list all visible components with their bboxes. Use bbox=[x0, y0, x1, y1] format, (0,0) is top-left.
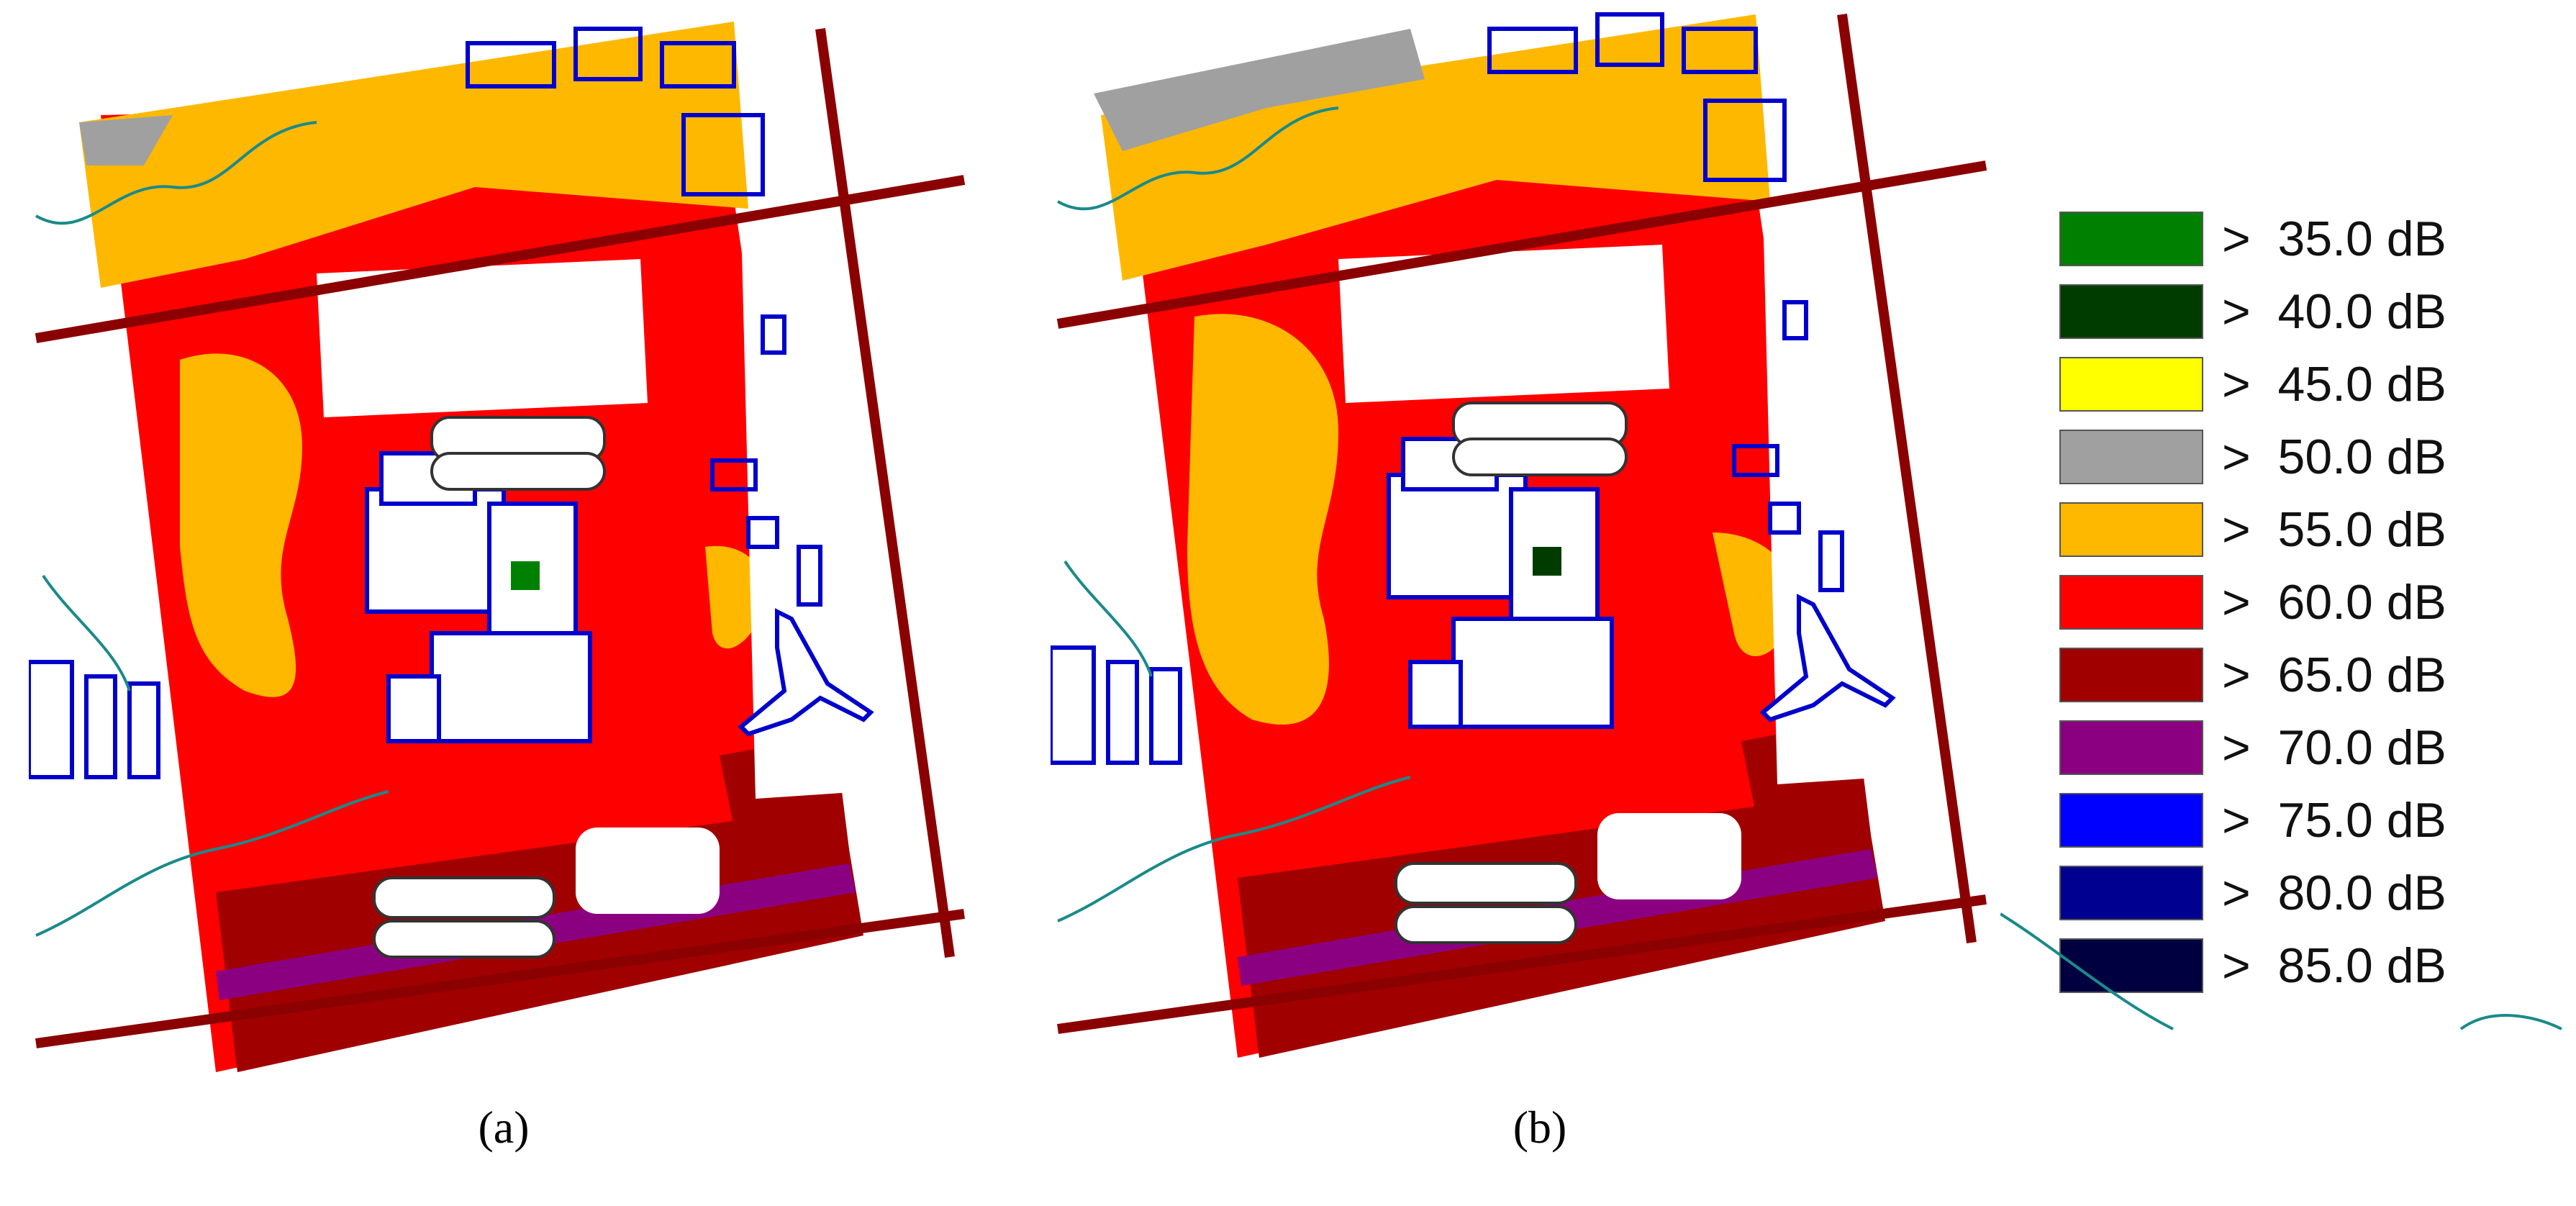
contours bbox=[35, 121, 389, 937]
noise-map-a-canvas bbox=[29, 22, 966, 1072]
legend-item: > 60.0 dB bbox=[2059, 571, 2549, 643]
legend-label: > 65.0 dB bbox=[2222, 648, 2446, 702]
contour-fragment bbox=[2000, 912, 2562, 1030]
zone-50db bbox=[79, 115, 173, 166]
panel-caption: (b) bbox=[1513, 1102, 1567, 1153]
legend-swatch bbox=[2059, 502, 2203, 557]
zone-55db-left bbox=[1187, 314, 1338, 725]
legend-swatch bbox=[2059, 284, 2203, 339]
roads bbox=[1056, 14, 1987, 1034]
outer-buildings bbox=[29, 27, 822, 779]
legend-item: > 70.0 dB bbox=[2059, 716, 2549, 789]
courtyard-bottom bbox=[576, 828, 720, 914]
zone-55db bbox=[1101, 14, 1770, 281]
legend-item: > 55.0 dB bbox=[2059, 498, 2549, 571]
courtyard-green bbox=[511, 561, 540, 590]
legend-swatch bbox=[2059, 866, 2203, 920]
courtyard-bottom bbox=[1597, 813, 1741, 899]
legend-label: > 60.0 dB bbox=[2222, 575, 2446, 630]
legend-item: > 50.0 dB bbox=[2059, 425, 2549, 498]
legend-label: > 75.0 dB bbox=[2222, 793, 2446, 848]
courtyard-top bbox=[1338, 245, 1669, 403]
legend-label: > 50.0 dB bbox=[2222, 430, 2446, 484]
noise-map-b: (b) bbox=[1051, 0, 2029, 1206]
legend-item: > 85.0 dB bbox=[2059, 934, 2549, 1007]
zone-55db bbox=[79, 22, 748, 288]
legend-label: > 70.0 dB bbox=[2222, 720, 2446, 775]
central-buildings bbox=[1387, 437, 1614, 729]
legend-label: > 45.0 dB bbox=[2222, 357, 2446, 412]
contours bbox=[1057, 106, 1411, 922]
parking-lots bbox=[1394, 402, 1628, 944]
panel-caption: (a) bbox=[478, 1102, 530, 1153]
courtyard-green bbox=[1533, 547, 1561, 576]
legend-label: > 55.0 dB bbox=[2222, 502, 2446, 557]
legend-swatch bbox=[2059, 575, 2203, 630]
legend-swatch bbox=[2059, 212, 2203, 266]
noise-map-a: (a) bbox=[29, 0, 1007, 1206]
noise-level-legend: > 35.0 dB > 40.0 dB > 45.0 dB > 50.0 dB > 55… bbox=[2059, 207, 2549, 1007]
courtyard-right bbox=[741, 216, 863, 799]
outer-buildings bbox=[1051, 12, 1844, 765]
legend-item: > 65.0 dB bbox=[2059, 643, 2549, 716]
legend-label: > 85.0 dB bbox=[2222, 938, 2446, 993]
legend-swatch bbox=[2059, 720, 2203, 775]
cross-building bbox=[1759, 594, 1896, 722]
zone-50db bbox=[1094, 29, 1425, 151]
legend-swatch bbox=[2059, 793, 2203, 848]
roads bbox=[35, 28, 966, 1048]
legend-item: > 45.0 dB bbox=[2059, 353, 2549, 425]
cross-building bbox=[738, 608, 874, 737]
legend-label: > 35.0 dB bbox=[2222, 212, 2446, 266]
legend-label: > 40.0 dB bbox=[2222, 284, 2446, 339]
legend-swatch bbox=[2059, 648, 2203, 702]
legend-item: > 75.0 dB bbox=[2059, 789, 2549, 861]
courtyard-top bbox=[317, 259, 648, 417]
legend-label: > 80.0 dB bbox=[2222, 866, 2446, 920]
legend-swatch bbox=[2059, 430, 2203, 484]
legend-swatch bbox=[2059, 357, 2203, 412]
legend-item: > 80.0 dB bbox=[2059, 861, 2549, 934]
noise-map-b-canvas bbox=[1051, 12, 1987, 1058]
zone-55db-left bbox=[180, 353, 302, 697]
legend-item: > 35.0 dB bbox=[2059, 207, 2549, 280]
courtyard-right bbox=[1763, 201, 1885, 784]
parking-lots bbox=[373, 416, 606, 958]
legend-item: > 40.0 dB bbox=[2059, 280, 2549, 353]
legend-swatch bbox=[2059, 938, 2203, 993]
